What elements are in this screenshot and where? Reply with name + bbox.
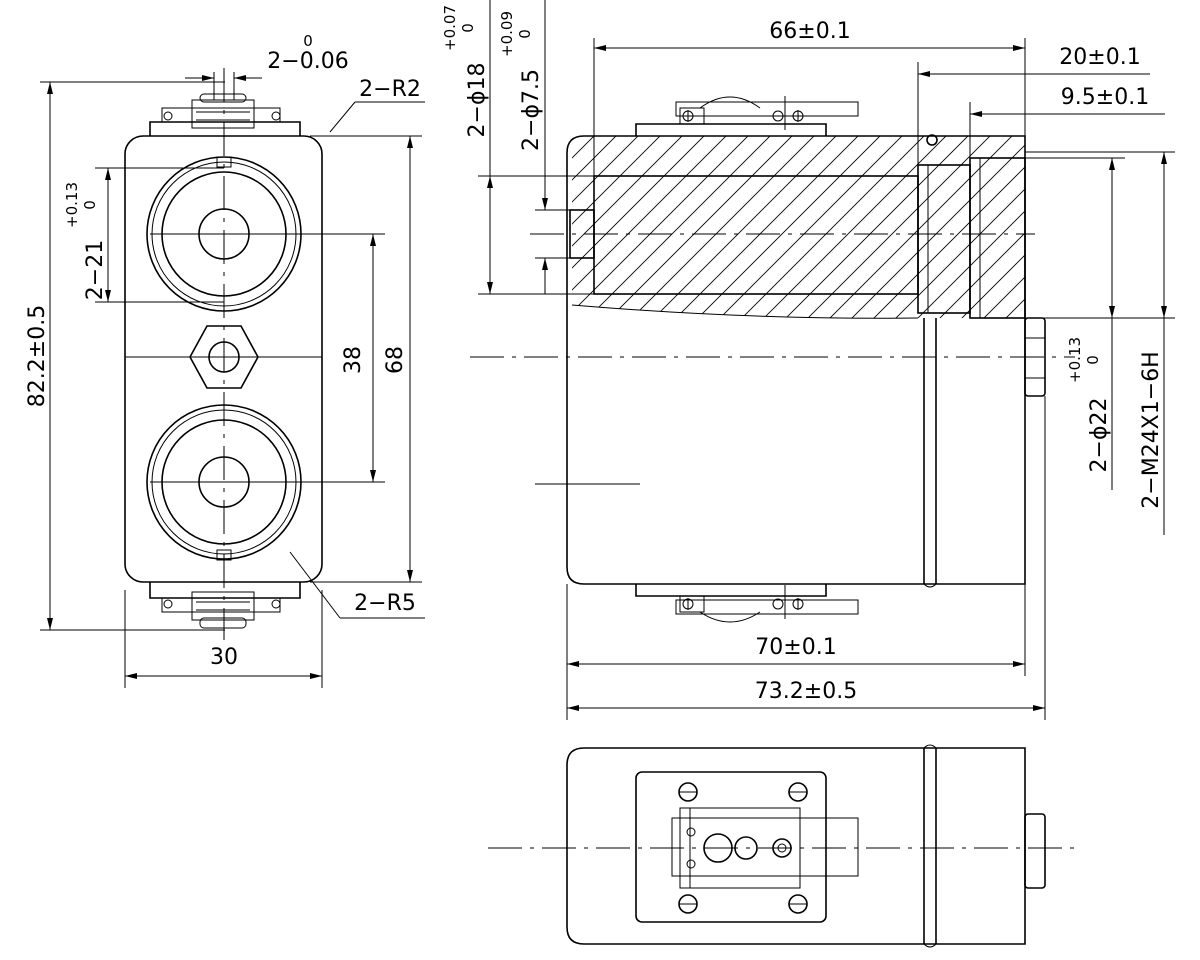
hatch-line (1126, 130, 1200, 330)
screws (678, 782, 808, 914)
dim-thread: 2−M24X1−6H (1139, 351, 1164, 508)
hatch-line (773, 136, 975, 319)
hatch-line (1082, 130, 1200, 330)
dim-dia-18: 2−ϕ18 (465, 63, 490, 138)
hatch-line (572, 136, 733, 319)
hatch-line (1148, 130, 1200, 330)
hatch-line (572, 136, 689, 319)
dim-30: 30 (210, 645, 238, 670)
hatch-line (572, 136, 711, 319)
dim-dia-7-5: 2−ϕ7.5 (519, 69, 544, 151)
hatch-line (883, 136, 1025, 319)
dim-dia-22: 2−ϕ22 (1087, 398, 1112, 473)
hatch-line (971, 136, 1025, 319)
end-view: 82.2±0.5 0 2−0.06 2−R2 2−R5 2−21 +0.13 0… (25, 32, 425, 688)
dim-82-2: 82.2±0.5 (25, 305, 50, 407)
hatch-line (685, 136, 887, 319)
dim-bore-tol-upper: +0.13 (63, 182, 81, 228)
dim-70: 70±0.1 (755, 635, 836, 660)
dim-dia-7-5-tol-lower: 0 (516, 29, 534, 39)
hatch-line (905, 136, 1025, 319)
hatch-line (572, 136, 755, 319)
side-bottom-clamp (635, 584, 859, 623)
top-view-body (566, 747, 1026, 945)
dim-dia-18-tol-upper: +0.07 (441, 5, 459, 51)
section-hatch (572, 130, 1200, 330)
hatch-line (751, 136, 953, 319)
dim-dia-18-tol-lower: 0 (459, 23, 477, 33)
dim-9-5: 9.5±0.1 (1061, 85, 1149, 110)
hatch-line (707, 136, 909, 319)
dim-dia-22-tol-lower: 0 (1084, 355, 1102, 365)
dim-73-2: 73.2±0.5 (755, 679, 857, 704)
hatch-line (641, 136, 843, 319)
hatch-line (729, 136, 931, 319)
side-top-clamp (635, 96, 859, 136)
hatch-line (861, 136, 1025, 319)
hatch-line (619, 136, 821, 319)
hatch-line (597, 136, 799, 319)
hatch-line (663, 136, 865, 319)
hatch-line (1192, 130, 1200, 330)
hatch-line (1060, 130, 1200, 330)
hatch-line (572, 136, 623, 319)
top-view (488, 744, 1075, 948)
hatch-line (575, 136, 777, 319)
top-bracket (149, 93, 301, 136)
dim-dia-22-tol-upper: +0.13 (1066, 337, 1084, 383)
dim-bore-21: 2−21 (83, 240, 108, 300)
dim-bore-tol-lower: 0 (81, 200, 99, 210)
dim-66: 66±0.1 (769, 19, 850, 44)
hatch-line (795, 136, 997, 319)
dim-top-width: 2−0.06 (267, 49, 348, 74)
dim-r2: 2−R2 (359, 77, 421, 102)
hatch-line (1015, 136, 1025, 319)
hatch-line (572, 136, 645, 319)
dim-top-tol-upper: 0 (303, 32, 313, 50)
hatch-line (927, 136, 1025, 319)
hatch-line (839, 136, 1025, 319)
dim-dia-7-5-tol-upper: +0.09 (498, 11, 516, 57)
hatch-line (1038, 130, 1200, 330)
bottom-bracket (149, 582, 301, 629)
hatch-line (949, 136, 1025, 319)
dim-r5: 2−R5 (354, 591, 416, 616)
hatch-line (572, 136, 667, 319)
hatch-line (1170, 130, 1200, 330)
hatch-line (1104, 130, 1200, 330)
side-view-body (566, 135, 1026, 585)
dim-68: 68 (383, 346, 408, 374)
side-view: 66±0.1 20±0.1 9.5±0.1 2−ϕ18 +0.07 0 2−ϕ7… (441, 0, 1200, 720)
dim-20: 20±0.1 (1059, 45, 1140, 70)
dim-38: 38 (341, 346, 366, 374)
